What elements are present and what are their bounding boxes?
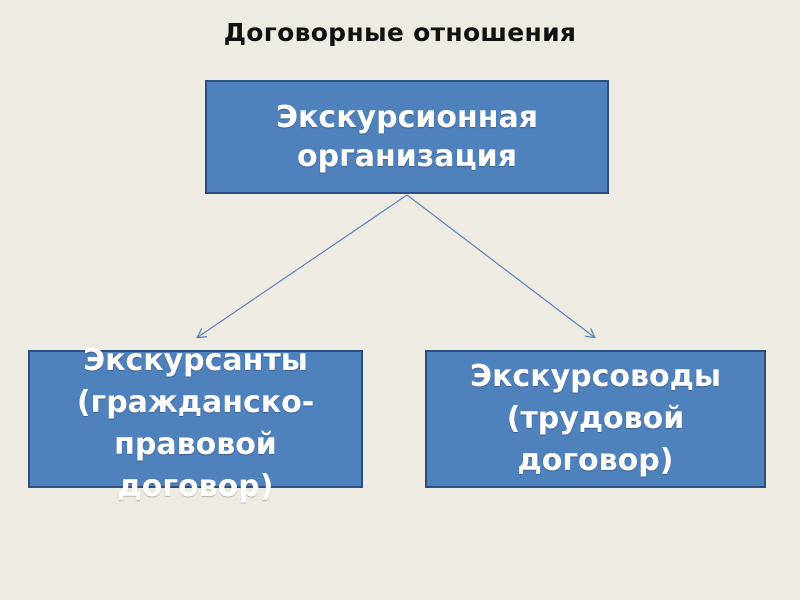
node-label-line: договор) (117, 469, 274, 504)
diagram-title: Договорные отношения (223, 18, 577, 47)
connector-to-guides (406, 194, 594, 337)
node-label-line: (трудовой (506, 401, 685, 436)
node-label-line: договор) (517, 443, 674, 478)
node-excursion-guides: Экскурсоводы (трудовой договор) (425, 350, 766, 488)
node-label-line: Экскурсионная (276, 100, 538, 135)
node-label-line: правовой (114, 427, 277, 462)
node-excursionists: Экскурсанты (гражданско- правовой догово… (28, 343, 363, 504)
node-label-line: Экскурсоводы (470, 359, 721, 394)
node-label-line: (гражданско- (76, 385, 315, 420)
node-label-line: Экскурсанты (83, 343, 308, 378)
connector-to-excursionists (198, 194, 408, 337)
node-label-line: организация (297, 139, 517, 174)
node-excursion-organization: Экскурсионная организация (205, 80, 609, 194)
